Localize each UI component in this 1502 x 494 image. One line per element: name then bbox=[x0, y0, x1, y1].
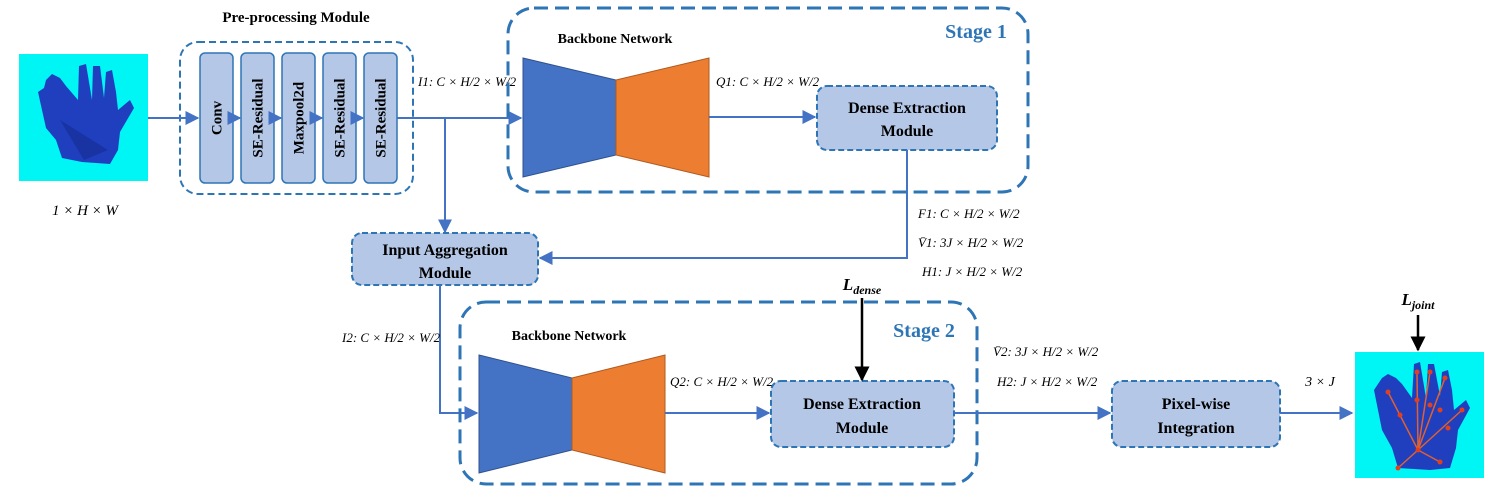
preprocessing-layer-5: SE-Residual bbox=[363, 52, 398, 184]
svg-text:Input Aggregation: Input Aggregation bbox=[382, 242, 508, 259]
preprocessing-layer-label: Conv bbox=[210, 100, 226, 135]
svg-text:Module: Module bbox=[419, 265, 471, 282]
label-Q1: Q1: C × H/2 × W/2 bbox=[716, 74, 820, 89]
stage2-backbone-label: Backbone Network bbox=[512, 329, 627, 344]
stage1-backbone-label: Backbone Network bbox=[558, 32, 673, 47]
preprocessing-layer-1: Conv bbox=[199, 52, 234, 184]
preprocessing-title: Pre-processing Module bbox=[222, 10, 370, 26]
svg-text:Integration: Integration bbox=[1157, 420, 1234, 437]
stage2-encoder bbox=[478, 354, 573, 474]
preprocessing-layer-label: SE-Residual bbox=[333, 78, 349, 157]
stage1-decoder bbox=[615, 57, 710, 178]
stage2-decoder bbox=[571, 354, 666, 474]
dense-loss: Ldense bbox=[842, 275, 882, 382]
stage1-dense-extraction-module: Dense Extraction Module bbox=[816, 85, 998, 151]
preprocessing-layer-2: SE-Residual bbox=[240, 52, 275, 184]
label-V2: V̄2: 3J × H/2 × W/2 bbox=[993, 344, 1099, 359]
stage2-backbone-network bbox=[478, 354, 666, 474]
stage1-box bbox=[506, 6, 1030, 194]
label-H1: H1: J × H/2 × W/2 bbox=[921, 264, 1023, 279]
svg-text:Ljoint: Ljoint bbox=[1400, 290, 1435, 312]
label-I1: I1: C × H/2 × W/2 bbox=[417, 74, 517, 89]
preprocessing-layer-label: SE-Residual bbox=[374, 78, 390, 157]
output-hand-image bbox=[1355, 352, 1484, 478]
label-V1: V̄1: 3J × H/2 × W/2 bbox=[918, 235, 1024, 250]
input-caption: 1 × H × W bbox=[52, 203, 120, 219]
stage2-dense-extraction-module: Dense Extraction Module bbox=[770, 380, 955, 448]
input-hand-image bbox=[19, 54, 148, 181]
label-output: 3 × J bbox=[1304, 375, 1335, 390]
input-aggregation-module: Input Aggregation Module bbox=[351, 232, 539, 286]
preprocessing-layer-label: Maxpool2d bbox=[292, 81, 308, 154]
svg-text:Ldense: Ldense bbox=[842, 275, 882, 297]
svg-text:Pixel-wise: Pixel-wise bbox=[1162, 396, 1230, 413]
label-H2: H2: J × H/2 × W/2 bbox=[996, 374, 1098, 389]
pixel-wise-integration-module: Pixel-wise Integration bbox=[1111, 380, 1281, 448]
label-Q2: Q2: C × H/2 × W/2 bbox=[670, 374, 774, 389]
stage1-label: Stage 1 bbox=[945, 21, 1007, 43]
stage1-encoder bbox=[522, 57, 617, 178]
stage1-backbone-network bbox=[522, 57, 710, 178]
stage2-box bbox=[458, 300, 979, 486]
label-I2: I2: C × H/2 × W/2 bbox=[341, 330, 441, 345]
stage2-label: Stage 2 bbox=[893, 320, 955, 342]
joint-loss: Ljoint bbox=[1400, 290, 1435, 352]
label-F1: F1: C × H/2 × W/2 bbox=[917, 206, 1020, 221]
svg-text:Dense Extraction: Dense Extraction bbox=[848, 100, 966, 117]
preprocessing-layer-4: SE-Residual bbox=[322, 52, 357, 184]
preprocessing-layer-label: SE-Residual bbox=[251, 78, 267, 157]
svg-text:Dense Extraction: Dense Extraction bbox=[803, 396, 921, 413]
svg-text:Module: Module bbox=[836, 420, 888, 437]
svg-text:Module: Module bbox=[881, 123, 933, 140]
preprocessing-layer-3: Maxpool2d bbox=[281, 52, 316, 184]
